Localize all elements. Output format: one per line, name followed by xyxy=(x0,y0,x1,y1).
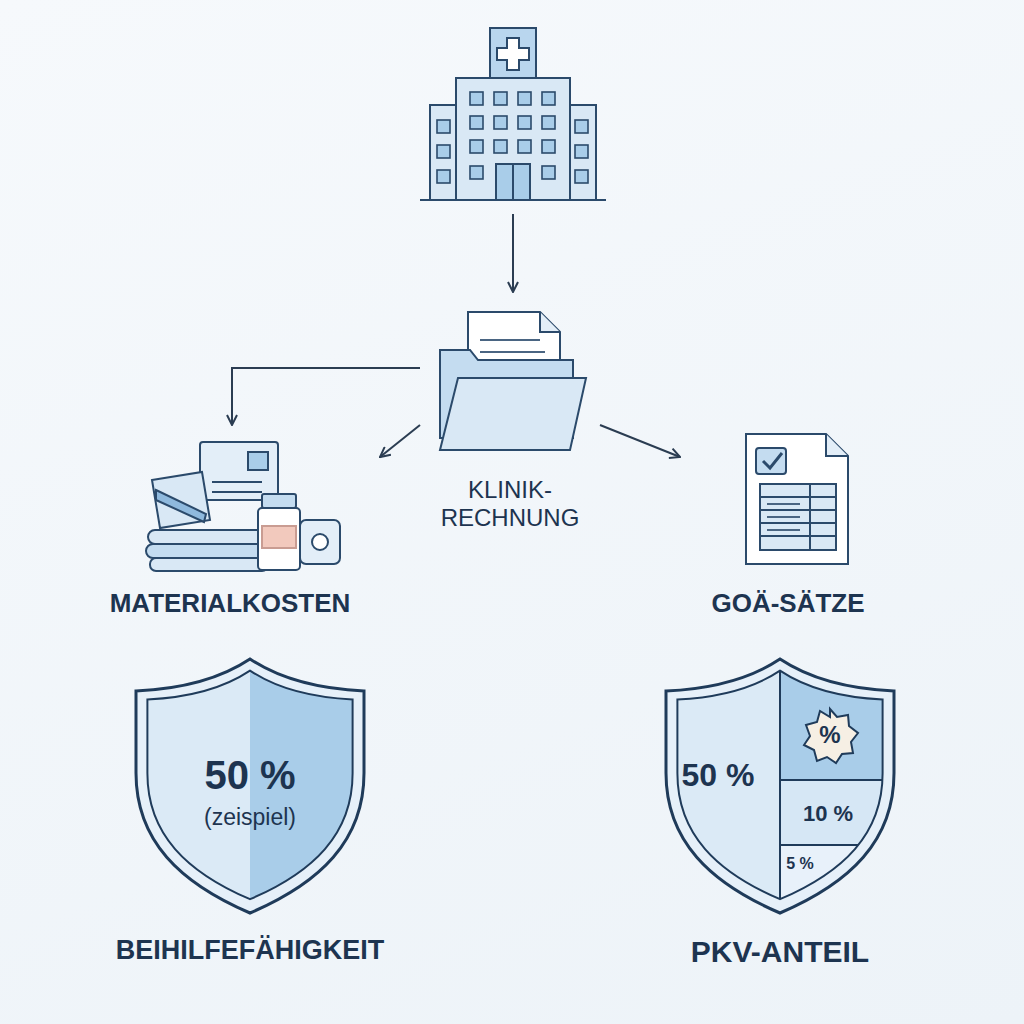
shield-graphic xyxy=(660,655,910,925)
cost-node: MATERIALKOSTEN xyxy=(80,425,380,630)
badge-symbol: % xyxy=(810,721,850,749)
percent-value: 50 % xyxy=(170,752,330,798)
shield-node: 50 % (zeispiel) BEIHILFEFÄHIGKEIT xyxy=(85,650,415,985)
cost-node: GOÄ-SÄTZE xyxy=(680,425,900,630)
flow-arrow xyxy=(600,425,680,457)
note-text: (zeispiel) xyxy=(170,804,330,830)
flow-arrow xyxy=(512,214,514,292)
fee-schedule-icon xyxy=(746,434,848,564)
hospital-icon xyxy=(420,28,606,200)
folder-icon xyxy=(440,312,586,450)
node-label: PKV-ANTEIL xyxy=(625,935,935,970)
percent-value: 5 % xyxy=(775,855,825,873)
materials-icon xyxy=(146,442,340,571)
shield-node: 50 %% 10 % 5 % PKV-ANTEIL xyxy=(625,650,935,985)
shield-graphic xyxy=(130,655,380,925)
node-label: GOÄ-SÄTZE xyxy=(678,589,898,619)
badge-icon xyxy=(804,709,858,763)
node-label: MATERIALKOSTEN xyxy=(80,589,380,619)
flow-arrow xyxy=(380,425,420,457)
node-label: KLINIK- RECHNUNG xyxy=(435,476,585,531)
flow-arrow xyxy=(232,368,420,425)
node-label: BEIHILFEFÄHIGKEIT xyxy=(85,935,415,966)
document-node: KLINIK- RECHNUNG xyxy=(420,300,600,540)
percent-value: 10 % xyxy=(788,801,868,826)
percent-value: 50 % xyxy=(668,757,768,794)
